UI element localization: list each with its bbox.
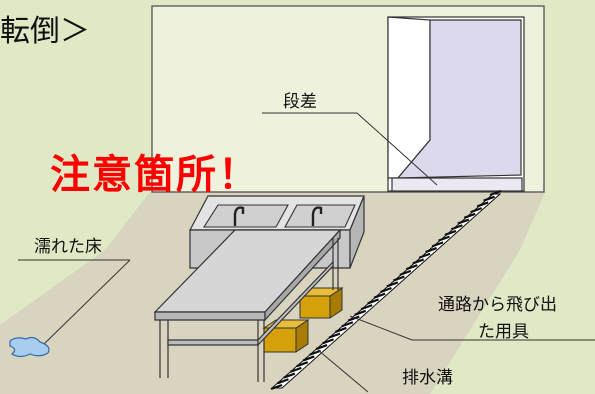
page-heading: 転倒＞ (0, 14, 90, 49)
floor-box (262, 319, 310, 353)
drain-hatch-mark (302, 355, 315, 362)
drain-hatch-mark (335, 326, 347, 333)
drain-hatch-mark (489, 189, 502, 197)
drain-hatch-mark (354, 309, 367, 316)
drain-hatch-mark (277, 378, 289, 385)
drain-hatch-mark (425, 247, 437, 254)
label-step: 段差 (283, 92, 317, 112)
label-drain: 排水溝 (402, 368, 453, 388)
drain-hatch-mark (341, 321, 354, 328)
step-leader (262, 112, 438, 186)
wet-floor-leader (41, 259, 131, 347)
drain-hatch-mark (270, 383, 283, 391)
drain-hatch-mark (405, 264, 418, 271)
drain-hatch-mark (283, 372, 296, 379)
protruding-leader (349, 315, 413, 341)
faucet-right (311, 206, 323, 226)
drain-hatch-mark (418, 252, 431, 259)
step-threshold (391, 177, 523, 192)
drain-hatch-mark (393, 275, 405, 282)
drain-hatch-mark (360, 304, 373, 311)
faucet-left (233, 206, 245, 226)
drain-hatch-mark (315, 344, 328, 351)
drain-hatch-mark (438, 235, 450, 242)
stacked-boxes (298, 287, 344, 319)
label-wet-floor: 濡れた床 (34, 237, 102, 257)
drain-hatch-mark (450, 224, 463, 231)
drain-hatch-mark (322, 338, 334, 345)
drain-hatch-mark (444, 229, 457, 236)
drain-hatch-mark (309, 349, 322, 356)
drain-hatch-mark (457, 218, 470, 225)
label-protruding-line1: 通路から飛び出 (438, 295, 557, 315)
drain-hatch-mark (476, 201, 489, 208)
drain-hatch-mark (347, 315, 360, 322)
drain-hatch-mark (289, 366, 302, 373)
drain-hatch-mark (296, 361, 309, 368)
caution-title: 注意箇所！ (50, 152, 260, 198)
label-protruding-line2: た用具 (478, 322, 529, 342)
work-table (153, 228, 342, 382)
door (387, 16, 525, 192)
drain-hatch-mark (386, 281, 399, 288)
drain-hatch-mark (463, 212, 476, 219)
drain-hatch-mark (412, 258, 425, 265)
drain-hatch-mark (373, 292, 386, 299)
drain-leader (317, 349, 369, 393)
drain-hatch-mark (367, 298, 379, 305)
drain-hatch-mark (431, 241, 444, 248)
drain-hatch-mark (483, 195, 495, 202)
water-puddle (9, 336, 50, 358)
drain-hatch-mark (328, 332, 341, 339)
drain-hatch-mark (399, 269, 412, 276)
drain-channel (270, 189, 502, 391)
drain-hatch-mark (470, 207, 483, 214)
drain-hatch-mark (380, 286, 392, 294)
